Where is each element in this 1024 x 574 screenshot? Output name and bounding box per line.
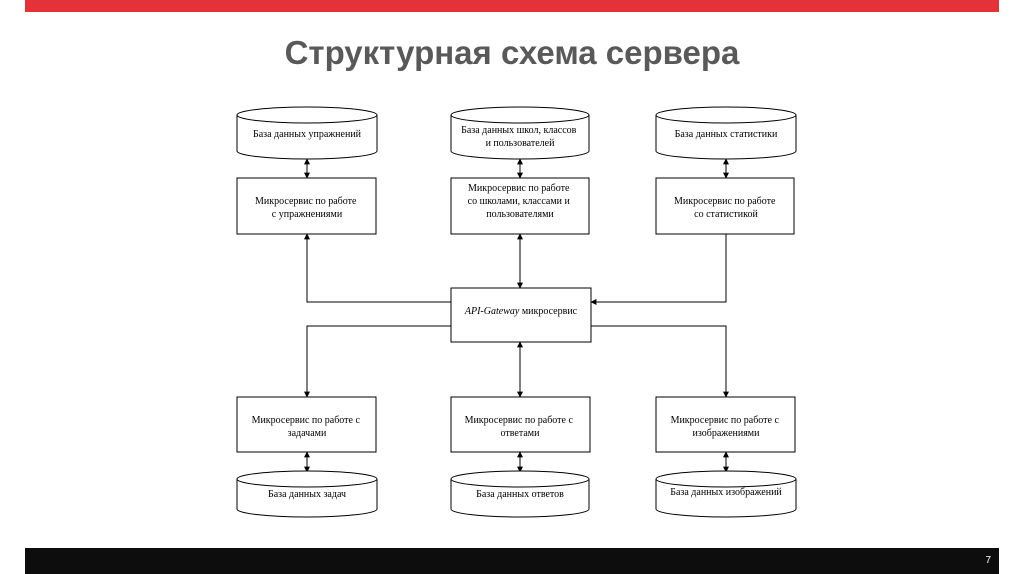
service-schools-label: Микросервис по работе со школами, класса…: [468, 183, 573, 220]
db-exercises-label: База данных упражнений: [253, 129, 362, 140]
db-tasks-label: База данных задач: [268, 489, 346, 500]
bottom-footer-bar: 7: [25, 548, 999, 574]
db-images-label: База данных изображений: [670, 487, 782, 498]
gateway-label: API-Gateway микросервис: [464, 306, 578, 317]
service-tasks-label: Микросервис по работе с задачами: [252, 415, 363, 439]
database-schools: [450, 106, 590, 160]
service-box-exercises: [236, 177, 377, 235]
slide-title: Структурная схема сервера: [284, 34, 740, 71]
arrow-statistics-gateway: [590, 234, 727, 305]
service-box-answers: [450, 396, 591, 453]
db-schools-label: База данных школ, классов и пользователе…: [461, 125, 579, 149]
service-box-images: [655, 396, 796, 453]
database-answers: [450, 470, 590, 518]
service-box-statistics: [655, 177, 795, 235]
service-answers-label: Микросервис по работе с ответами: [465, 415, 576, 439]
service-box-schools: [450, 177, 590, 235]
database-statistics: [655, 106, 797, 160]
arrow-gateway-tasks: [304, 325, 451, 398]
service-images-label: Микросервис по работе с изображениями: [671, 415, 782, 439]
database-images: [655, 470, 797, 518]
database-tasks: [236, 470, 378, 518]
gateway-box: [450, 287, 592, 343]
service-statistics-label: Микросервис по работе со статистикой: [674, 196, 778, 220]
arrow-gateway-images: [591, 325, 729, 398]
db-answers-label: База данных ответов: [476, 489, 564, 500]
service-exercises-label: Микросервис по работе с упражнениями: [255, 196, 359, 220]
db-statistics-label: База данных статистики: [675, 129, 778, 140]
arrow-gateway-exercises: [304, 233, 451, 303]
page-number: 7: [985, 555, 991, 566]
top-accent-bar: [25, 0, 999, 12]
service-box-tasks: [236, 396, 377, 453]
database-exercises: [236, 106, 378, 160]
